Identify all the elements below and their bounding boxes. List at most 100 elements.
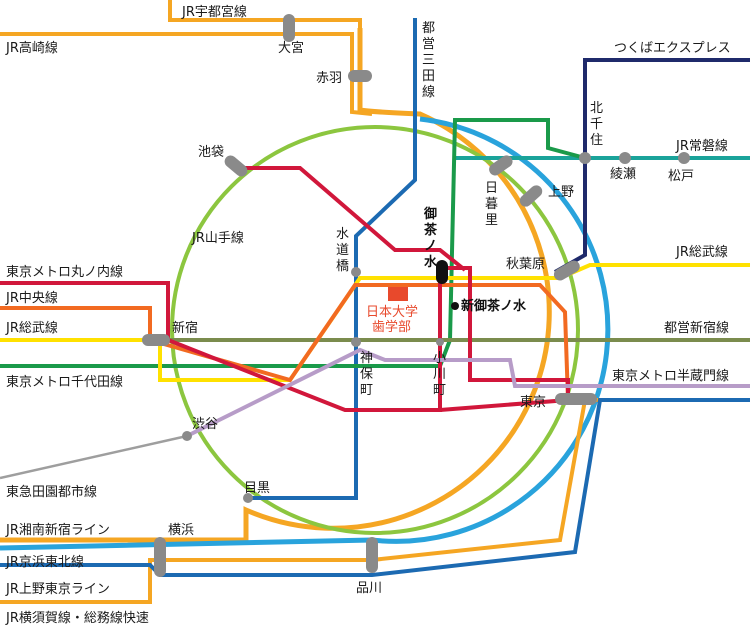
station-kitasenju: 北 千 住 <box>590 101 603 148</box>
svg-text:水: 水 <box>336 227 349 242</box>
yokohama-marker <box>154 537 166 577</box>
svg-text:千: 千 <box>590 117 603 132</box>
label-takasaki: JR高崎線 <box>5 40 58 56</box>
station-nippori: 日 暮 里 <box>485 181 498 228</box>
station-shinjuku: 新宿 <box>172 320 198 336</box>
label-sobu-left: JR総武線 <box>5 320 58 336</box>
station-matsudo: 松戸 <box>668 169 694 184</box>
marunouchi-line-north <box>236 166 467 272</box>
meguro-marker <box>243 493 253 503</box>
svg-text:町: 町 <box>433 383 446 398</box>
omiya-marker <box>283 14 295 42</box>
shinjuku-marker <box>142 334 170 346</box>
svg-text:神: 神 <box>360 351 373 366</box>
ueno-marker <box>519 185 543 207</box>
station-shinagawa: 品川 <box>356 581 382 596</box>
svg-text:三: 三 <box>422 53 435 68</box>
svg-text:保: 保 <box>360 367 373 382</box>
station-ogawamachi: 小 川 町 <box>433 351 446 398</box>
yamanote-loop <box>170 125 580 535</box>
svg-text:御: 御 <box>423 206 437 222</box>
ayase-marker <box>619 152 631 164</box>
tx-line <box>554 58 750 274</box>
svg-text:ノ: ノ <box>424 239 437 254</box>
svg-text:北: 北 <box>590 101 603 116</box>
station-tokyo: 東京 <box>520 394 546 410</box>
mita-line <box>248 18 417 500</box>
label-hanzomon: 東京メトロ半蔵門線 <box>612 368 729 384</box>
svg-text:都: 都 <box>422 21 435 36</box>
toyoko-line <box>0 434 188 480</box>
label-chuo: JR中央線 <box>5 290 58 306</box>
label-joban: JR常磐線 <box>675 138 728 154</box>
svg-text:日: 日 <box>485 181 498 196</box>
svg-text:田: 田 <box>422 69 435 84</box>
station-ueno: 上野 <box>548 185 574 200</box>
svg-text:住: 住 <box>590 133 603 148</box>
station-ochanomizu: 御 茶 ノ 水 <box>423 206 438 270</box>
label-keihin: JR京浜東北線 <box>5 554 84 570</box>
label-sobu-right: JR総武線 <box>675 244 728 260</box>
svg-text:町: 町 <box>360 383 373 398</box>
kitasenju-marker <box>579 152 591 164</box>
svg-text:茶: 茶 <box>424 222 438 238</box>
svg-text:小: 小 <box>433 351 446 366</box>
destination-marker <box>388 287 408 301</box>
destination-label-line1: 日本大学 <box>366 304 418 320</box>
svg-text:営: 営 <box>422 37 435 52</box>
svg-text:橋: 橋 <box>336 259 349 274</box>
matsudo-marker <box>678 152 690 164</box>
station-omiya: 大宮 <box>278 40 304 56</box>
svg-text:水: 水 <box>424 254 438 270</box>
svg-text:里: 里 <box>485 213 498 228</box>
svg-text:川: 川 <box>433 367 446 382</box>
station-shibuya: 渋谷 <box>192 417 218 432</box>
label-yokosuka: JR横須賀線・総務線快速 <box>5 610 149 626</box>
chuo-line <box>0 283 570 401</box>
station-ayase: 綾瀬 <box>610 166 636 182</box>
station-shin-ochanomizu: 新御茶ノ水 <box>461 298 527 314</box>
label-toyoko: 東急田園都市線 <box>6 484 97 500</box>
label-shinjuku-line: 都営新宿線 <box>664 320 729 336</box>
loop-orange-line <box>0 28 552 543</box>
station-akabane: 赤羽 <box>316 71 342 86</box>
svg-text:線: 線 <box>422 84 435 100</box>
suidobashi-marker <box>351 267 361 277</box>
label-utsunomiya: JR宇都宮線 <box>181 4 247 20</box>
loop-keihin-line <box>0 116 611 551</box>
station-suidobashi: 水 道 橋 <box>336 227 349 274</box>
station-jimbocho: 神 保 町 <box>360 351 373 398</box>
svg-text:道: 道 <box>336 243 349 258</box>
shinagawa-marker <box>366 537 378 573</box>
ikebukuro-marker <box>224 155 248 177</box>
sobu-line-right <box>0 263 750 382</box>
label-tx: つくばエクスプレス <box>614 41 731 56</box>
station-markers <box>142 14 690 577</box>
tokyo-marker <box>555 393 597 405</box>
yokosuka-line <box>0 398 750 577</box>
station-meguro: 目黒 <box>244 481 270 496</box>
hanzomon-line <box>186 347 750 438</box>
shin-ochanomizu-marker <box>451 302 459 310</box>
label-chiyoda: 東京メトロ千代田線 <box>6 374 123 390</box>
destination-label-line2: 歯学部 <box>372 319 411 335</box>
label-yamanote: JR山手線 <box>191 230 244 246</box>
jimbocho-marker <box>351 337 361 347</box>
shibuya-marker <box>182 431 192 441</box>
station-yokohama: 横浜 <box>168 523 194 538</box>
label-shonan: JR湘南新宿ライン <box>5 522 110 538</box>
svg-text:暮: 暮 <box>485 197 498 212</box>
utsunomiya-line <box>168 0 362 110</box>
ogawamachi-marker <box>436 338 444 346</box>
station-akihabara: 秋葉原 <box>506 257 545 272</box>
label-marunouchi: 東京メトロ丸ノ内線 <box>6 264 123 280</box>
nippori-marker <box>489 155 513 176</box>
akabane-marker <box>348 70 372 82</box>
label-mita: 都 営 三 田 線 <box>422 21 435 100</box>
label-ueno-tokyo: JR上野東京ライン <box>5 581 110 597</box>
station-ikebukuro: 池袋 <box>198 145 224 160</box>
akihabara-marker <box>553 260 580 281</box>
ochanomizu-marker <box>436 260 448 284</box>
